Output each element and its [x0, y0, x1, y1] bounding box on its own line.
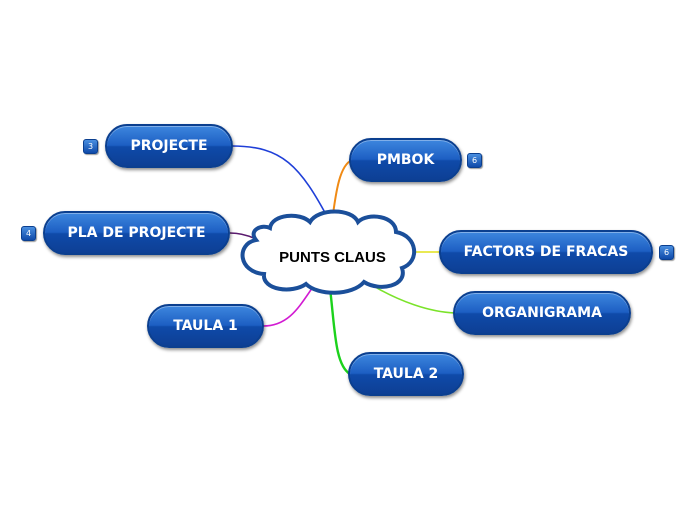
connector-projecte: [231, 145, 331, 223]
topic-pmbok[interactable]: PMBOK: [349, 138, 462, 182]
topic-pla-de-projecte-count-badge[interactable]: 4: [21, 226, 36, 241]
topic-pla-de-projecte[interactable]: PLA DE PROJECTE: [43, 211, 230, 255]
topic-taula-2[interactable]: TAULA 2: [348, 352, 464, 396]
topic-taula-1[interactable]: TAULA 1: [147, 304, 264, 348]
central-topic-label[interactable]: PUNTS CLAUS: [279, 249, 386, 266]
topic-pmbok-count-badge[interactable]: 6: [467, 153, 482, 168]
topic-organigrama[interactable]: ORGANIGRAMA: [453, 291, 631, 335]
topic-factors-de-fracas-count-badge[interactable]: 6: [659, 245, 674, 260]
topic-factors-de-fracas[interactable]: FACTORS DE FRACAS: [439, 230, 653, 274]
connector-taula-2: [328, 287, 351, 376]
topic-projecte[interactable]: PROJECTE: [105, 124, 233, 168]
central-cloud-shape: [240, 209, 417, 295]
topic-projecte-count-badge[interactable]: 3: [83, 139, 98, 154]
connector-organigrama: [369, 283, 456, 314]
